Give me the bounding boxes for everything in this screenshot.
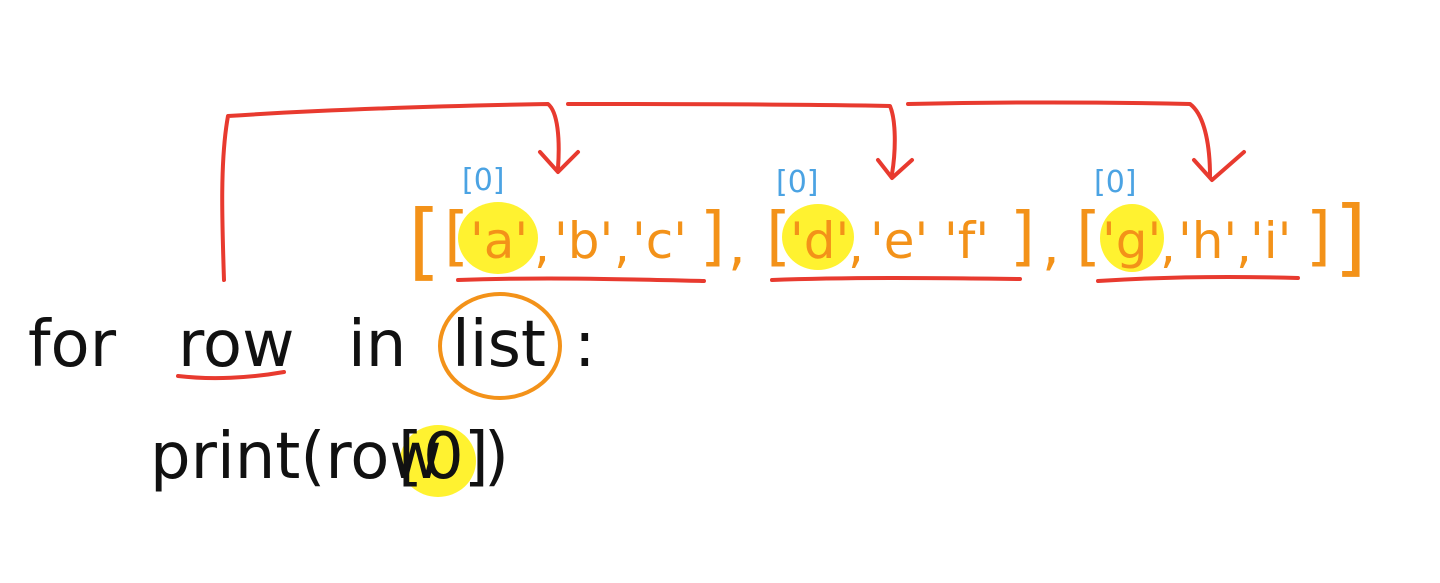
list-circle — [438, 292, 562, 400]
arrow-first-to-second — [566, 102, 897, 176]
sublist-3-open-bracket: [ — [1076, 200, 1101, 274]
index-label-2: [0] — [776, 165, 819, 200]
outer-list-close-bracket: ] — [1334, 188, 1367, 286]
iteration-arrows — [220, 100, 1246, 282]
sublist-2-item-f: 'f' — [944, 212, 989, 270]
sublist-2-open-bracket: [ — [766, 200, 791, 274]
code-print-call: print(row — [150, 420, 442, 494]
code-keyword-in: in — [348, 308, 406, 382]
arrow-head-3 — [1192, 150, 1246, 182]
sublist-1-comma-1: , — [534, 216, 550, 274]
index-label-3: [0] — [1094, 165, 1137, 200]
sublist-2-close-bracket: ] — [1010, 200, 1035, 274]
sublist-3-close-bracket: ] — [1306, 200, 1331, 274]
code-block: for row in list : print(row [0] ) — [28, 308, 596, 494]
sublist-1-close-bracket: ] — [700, 200, 725, 274]
index-labels: [0] [0] [0] — [462, 163, 1137, 200]
arrow-row-to-first — [220, 102, 561, 282]
code-variable-row: row — [178, 308, 294, 382]
sublist-2-item-e: 'e' — [870, 212, 928, 270]
sublist-3-comma-1: , — [1160, 216, 1176, 274]
code-index: [0] — [398, 420, 489, 494]
arrow-second-to-third — [906, 100, 1212, 178]
highlight-d — [782, 204, 854, 270]
arrow-head-1 — [538, 150, 580, 174]
highlight-a — [458, 202, 538, 274]
sublist-3-item-i: 'i' — [1250, 212, 1291, 270]
sublist-2-item-d: 'd' — [790, 212, 849, 270]
code-colon: : — [574, 308, 596, 382]
sublist-2-comma-1: , — [848, 216, 864, 274]
arrow-head-2 — [876, 158, 914, 180]
sublist-1-item-c: 'c' — [632, 212, 687, 270]
highlight-g — [1100, 204, 1164, 272]
sublist-3-item-g: 'g' — [1102, 212, 1161, 270]
outer-list-open-bracket: [ — [408, 192, 441, 290]
underline-sublist-1 — [456, 276, 706, 283]
code-variable-list: list — [452, 308, 546, 382]
nested-list: [ [ 'a' , 'b' , 'c' ] , [ 'd' , 'e' 'f' … — [408, 188, 1367, 290]
underlines — [176, 275, 1300, 381]
outer-separator-1: , — [728, 213, 746, 278]
highlights — [400, 202, 1164, 497]
underline-row — [176, 370, 286, 381]
code-close-paren: ) — [484, 420, 509, 494]
underline-sublist-2 — [770, 276, 1022, 282]
highlight-index — [400, 425, 476, 497]
sublist-1-comma-2: , — [614, 216, 630, 274]
code-keyword-for: for — [28, 308, 117, 382]
sublist-1-open-bracket: [ — [444, 200, 469, 274]
sublist-1-item-a: 'a' — [470, 212, 528, 270]
outer-separator-2: , — [1042, 213, 1060, 278]
index-label-1: [0] — [462, 163, 505, 198]
sublist-1-item-b: 'b' — [554, 212, 613, 270]
sublist-3-comma-2: , — [1236, 216, 1252, 274]
sublist-3-item-h: 'h' — [1178, 212, 1237, 270]
underline-sublist-3 — [1096, 275, 1300, 283]
